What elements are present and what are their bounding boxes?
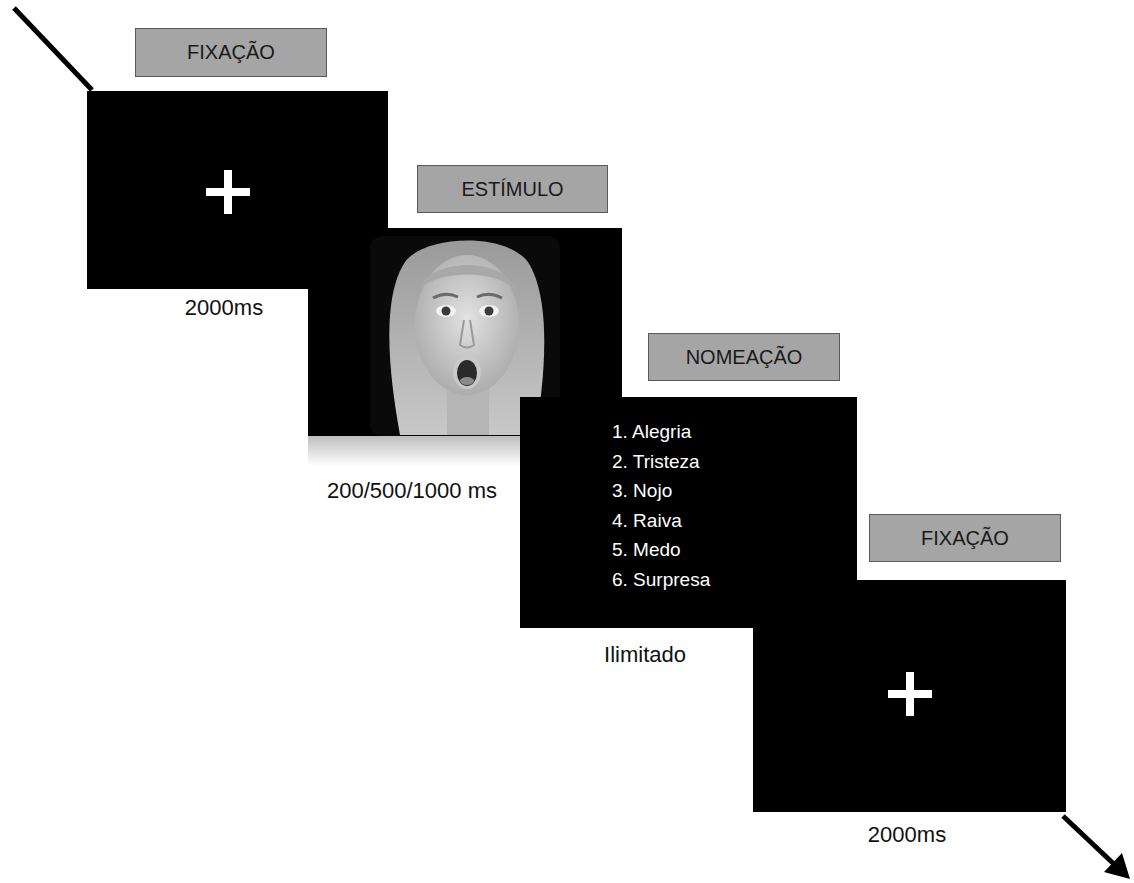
- flow-arrowhead: [1104, 853, 1130, 879]
- emotion-option: 3. Nojo: [612, 476, 837, 506]
- duration-label: Ilimitado: [604, 642, 686, 668]
- phase-name: FIXAÇÃO: [921, 527, 1009, 550]
- phase-label-box: ESTÍMULO: [417, 165, 608, 213]
- phase-label-box: FIXAÇÃO: [135, 28, 327, 77]
- phase-name: FIXAÇÃO: [187, 41, 275, 64]
- phase-name: NOMEAÇÃO: [686, 346, 803, 369]
- duration-label: 200/500/1000 ms: [327, 478, 497, 504]
- flow-line: [14, 8, 92, 90]
- emotion-option: 2. Tristeza: [612, 447, 837, 477]
- flow-line: [1063, 816, 1116, 866]
- emotion-option: 1. Alegria: [612, 417, 837, 447]
- fixation-cross: [206, 188, 250, 196]
- emotion-option: 4. Raiva: [612, 506, 837, 536]
- phase-label-box: FIXAÇÃO: [869, 514, 1061, 562]
- duration-label: 2000ms: [868, 822, 946, 848]
- fixation-screen-fill: [753, 580, 1066, 812]
- emotion-option: 5. Medo: [612, 535, 837, 565]
- fixation-cross: [888, 690, 932, 698]
- fixation-screen: [753, 580, 1066, 812]
- duration-label: 2000ms: [185, 295, 263, 321]
- phase-label-box: NOMEAÇÃO: [648, 333, 840, 381]
- phase-name: ESTÍMULO: [461, 178, 563, 201]
